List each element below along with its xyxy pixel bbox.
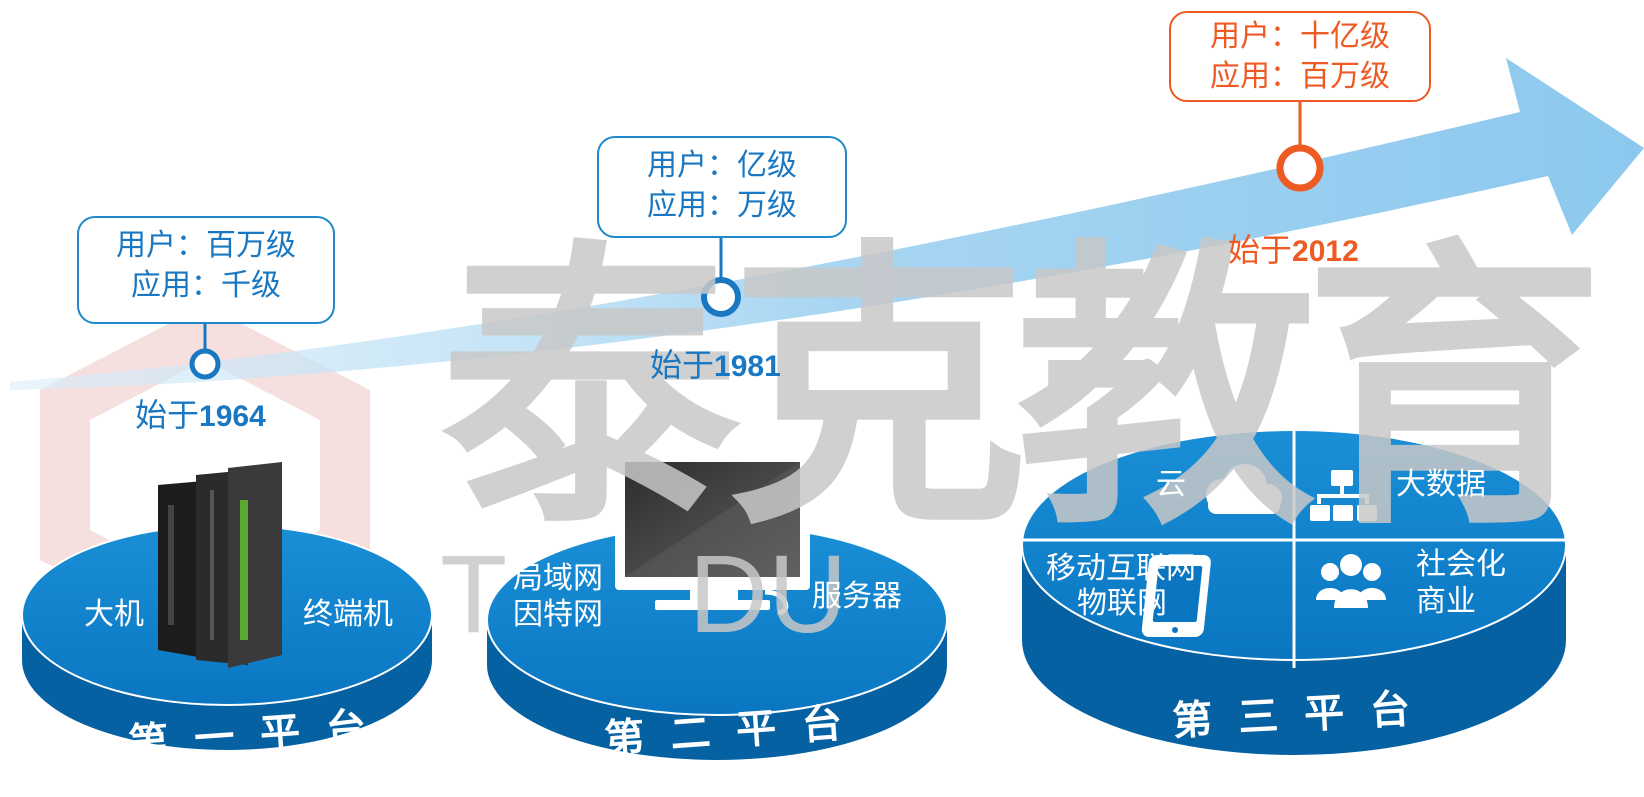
milestone-1-year: 1964 — [199, 400, 266, 433]
milestone-2-marker — [701, 277, 741, 317]
growth-arrow — [10, 58, 1644, 390]
milestone-1-callout: 用户：百万级 应用：千级 — [77, 216, 335, 324]
milestone-1-users: 用户：百万级 — [116, 229, 296, 262]
platform-2-left-label-2: 因特网 — [513, 598, 603, 631]
platform-1-left-label: 大机 — [84, 598, 144, 631]
milestone-1-since: 始于1964 — [135, 390, 266, 436]
watermark-subtext: T DU — [440, 533, 848, 656]
milestone-1-marker — [189, 348, 221, 380]
milestone-3-apps: 应用：百万级 — [1210, 60, 1390, 93]
platform-3-social-label-2: 商业 — [1416, 585, 1476, 618]
mainframe-icon — [158, 462, 282, 668]
milestone-3-callout: 用户：十亿级 应用：百万级 — [1169, 11, 1431, 102]
cloud-icon — [1206, 464, 1282, 514]
platform-2-left-label-1: 局域网 — [513, 562, 603, 595]
platform-3-cloud-label: 云 — [1156, 468, 1186, 501]
milestone-2-since: 始于1981 — [650, 340, 781, 386]
milestone-2-callout: 用户：亿级 应用：万级 — [597, 136, 847, 238]
tablet-icon — [1141, 555, 1211, 637]
milestone-2-users: 用户：亿级 — [647, 149, 797, 182]
people-icon — [1316, 554, 1386, 608]
watermark-text: 泰克教育 — [440, 222, 1604, 558]
milestone-3-since-prefix: 始于 — [1228, 232, 1293, 268]
platform-3-mobile-label-2: 物联网 — [1077, 587, 1167, 620]
milestone-3-year: 2012 — [1292, 235, 1359, 268]
platform-2-right-label: 服务器 — [812, 580, 902, 613]
milestone-1-apps: 应用：千级 — [131, 269, 281, 302]
platform-3-social-label-1: 社会化 — [1416, 548, 1506, 581]
hierarchy-icon — [1310, 470, 1377, 521]
platform-3-mobile-label-1: 移动互联网 — [1046, 552, 1196, 585]
milestone-3-marker — [1276, 144, 1324, 192]
milestone-3-since: 始于2012 — [1228, 225, 1359, 271]
milestone-2-apps: 应用：万级 — [647, 189, 797, 222]
milestone-3-users: 用户：十亿级 — [1210, 20, 1390, 53]
milestone-2-since-prefix: 始于 — [650, 347, 715, 383]
platform-3-bigdata-label: 大数据 — [1396, 468, 1486, 501]
monitor-icon — [615, 450, 810, 615]
milestone-1-since-prefix: 始于 — [135, 397, 200, 433]
platform-1-right-label: 终端机 — [303, 598, 393, 631]
milestone-2-year: 1981 — [714, 350, 781, 383]
